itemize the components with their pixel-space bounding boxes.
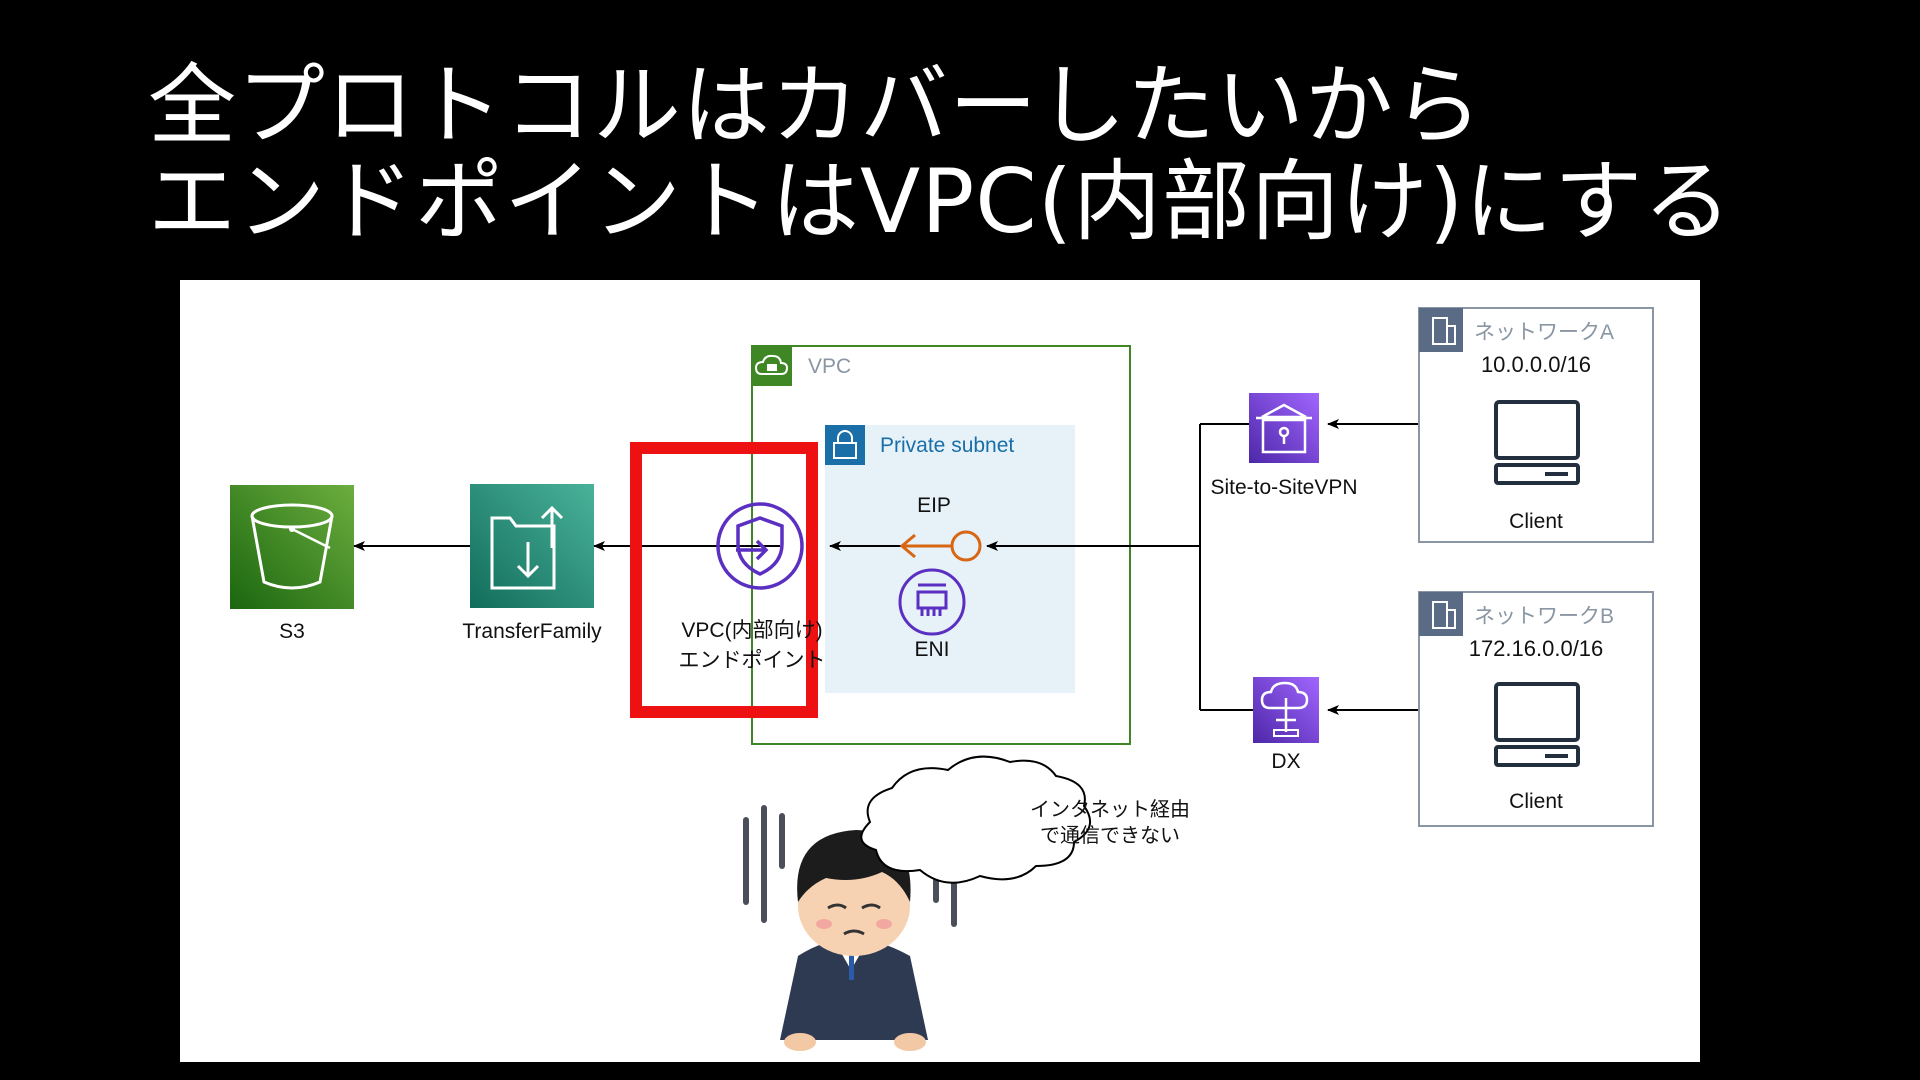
vpc-endpoint-label-line2: エンドポイント — [678, 649, 826, 672]
vpc-label: VPC — [808, 355, 852, 378]
vpc-endpoint-label-line1: VPC(内部向け) — [681, 619, 823, 642]
network-b-title: ネットワークB — [1474, 605, 1615, 628]
transfer-family-label: TransferFamily — [462, 620, 602, 643]
network-a-client-label: Client — [1509, 510, 1563, 533]
transfer-family-icon — [470, 484, 594, 608]
slide-title-line1: 全プロトコルはカバーしたいから — [148, 54, 1484, 157]
speech-bubble — [860, 755, 1092, 884]
client-computer-icon — [1494, 400, 1580, 485]
speech-bubble-line1: インタネット経由 — [1030, 799, 1190, 821]
network-a-cidr: 10.0.0.0/16 — [1480, 352, 1592, 377]
architecture-diagram: S3 TransferFamily VPC(内部向け) エンドポイント VPC … — [180, 280, 1700, 1062]
network-b-cidr: 172.16.0.0/16 — [1468, 636, 1604, 661]
network-a-group — [1418, 307, 1654, 543]
speech-bubble-line2: で通信できない — [1040, 825, 1180, 847]
slide-title-line2: エンドポイントはVPC(内部向け)にする — [148, 150, 1733, 253]
vpc-endpoint-shield-icon — [716, 502, 804, 590]
network-b-group — [1418, 591, 1654, 827]
network-a-title: ネットワークA — [1474, 321, 1615, 344]
diagram-canvas — [230, 307, 1654, 1051]
highlight-box — [630, 442, 818, 718]
site-to-site-vpn-icon — [1249, 393, 1319, 463]
private-subnet-group — [825, 425, 1075, 693]
s3-bucket-icon — [230, 485, 354, 609]
building-icon — [1419, 308, 1463, 352]
direct-connect-icon — [1253, 677, 1319, 743]
private-subnet-label: Private subnet — [880, 434, 1015, 457]
slide-title: 全プロトコルはカバーしたいから エンドポイントはVPC(内部向け)にする — [148, 58, 1732, 250]
speech-bubble-text: インタネット経由 で通信できない — [1030, 797, 1190, 849]
eni-label: ENI — [914, 638, 950, 661]
eip-icon — [899, 530, 982, 562]
connection-lines — [353, 419, 1419, 715]
site-to-site-vpn-label: Site-to-SiteVPN — [1210, 476, 1358, 499]
dx-label: DX — [1271, 750, 1301, 773]
s3-label: S3 — [279, 620, 305, 643]
vpc-endpoint-label: VPC(内部向け) エンドポイント — [679, 616, 826, 676]
client-computer-icon — [1494, 682, 1580, 767]
network-b-client-label: Client — [1509, 790, 1563, 813]
eip-label: EIP — [917, 494, 951, 517]
private-subnet-area — [825, 425, 1075, 693]
building-icon — [1419, 592, 1463, 636]
eni-icon — [898, 568, 966, 636]
